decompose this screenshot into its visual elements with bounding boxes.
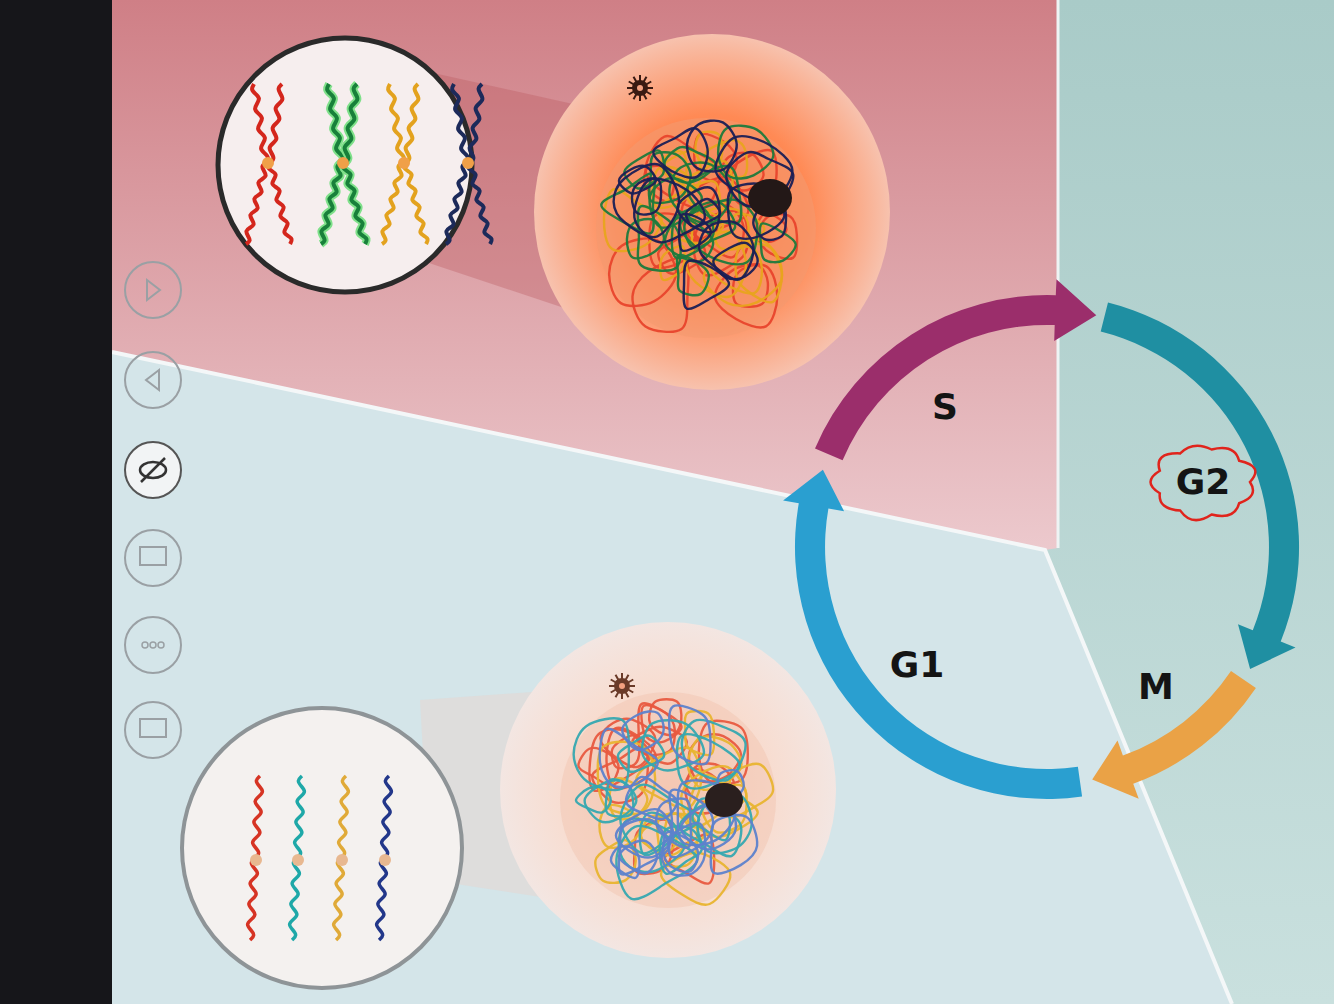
single-chromosome [334,776,349,940]
centromere [398,157,410,169]
chromatin-strand [699,221,753,280]
toolbar-icon [125,442,181,498]
chromatin-strand [600,729,658,788]
panel-divider [112,352,1232,1004]
centromere [462,157,474,169]
chromatin-strand [634,179,705,243]
centromere [336,854,348,866]
chromatin-strand [622,711,663,750]
duplicated-chromosome [246,84,292,244]
screen-glyph [140,547,166,565]
centromere [250,854,262,866]
duplicated-chromosome [321,84,367,244]
single-chromosome [377,776,392,940]
centrosome-centre [619,683,625,689]
cycle-arrow [1101,303,1299,670]
dot-glyph [142,642,148,648]
chromatin-strand [576,786,611,812]
dot-glyph [158,642,164,648]
phase-label: G2 [1176,461,1231,502]
screen-glyph [140,719,166,737]
single-chromosome [248,776,263,940]
toolbar-icon [125,352,181,408]
chromatin-strand [614,164,679,237]
nucleolus [705,783,743,817]
phase-label: G1 [890,644,945,685]
duplicated-chromosome [382,84,428,244]
phase-label: M [1138,666,1174,707]
toolbar-icon [125,702,181,758]
icon-ring [125,442,181,498]
upper-panel [112,0,1058,550]
duplicated-chromosome [446,84,492,244]
icon-ring [125,262,181,318]
chromatin-strand [619,841,657,874]
cycle-arrow [1092,671,1256,799]
panel-divider [1057,0,1060,548]
icon-ring [125,530,181,586]
play-glyph [147,280,160,300]
centrosome-centre [637,85,643,91]
toolbar-icon [125,530,181,586]
toolbar-icon [125,617,181,673]
icon-ring [125,702,181,758]
chromatin-strand [632,178,661,214]
chromatin-strand [711,815,757,874]
centrosome-core [632,80,648,96]
centromere [262,157,274,169]
chromatid [248,776,263,940]
nucleus [560,692,776,908]
chromatin-strand [669,705,710,764]
zoom-circle [182,708,462,988]
eye-slash [141,458,165,482]
centrosome-icon [627,75,653,101]
cell-body [534,34,890,390]
centromere [337,157,349,169]
chromatin-tangle [601,121,797,332]
cell-body [500,622,836,958]
chromatid [377,776,392,940]
phase-cloud: G2 [1153,445,1254,519]
single-chromosome [290,776,305,940]
chromatin-strand [619,819,669,874]
chromatin-strand [760,223,796,262]
cloud-line [1150,446,1255,520]
icon-ring [125,617,181,673]
chromatin-strand [653,128,707,178]
phase-label: S [932,386,958,427]
chromatin-strand [684,261,729,309]
toolbar-icon [125,262,181,318]
icon-ring [125,352,181,408]
chromatin-strand [574,718,629,790]
chromatin-tangle [574,699,773,905]
centrosome-core [614,678,630,694]
cycle-arrow [783,470,1082,799]
centrosome-icon [609,673,635,699]
nucleolus [748,179,792,217]
back-glyph [146,370,159,390]
centromere [292,854,304,866]
chromatid [290,776,305,940]
centromere [379,854,391,866]
screen-bezel [0,0,112,1004]
dot-glyph [150,642,156,648]
chromatin-strand [656,799,691,848]
nucleus [596,118,816,338]
zoom-circle [218,38,472,292]
cycle-arrow [815,279,1096,460]
chromatid [334,776,349,940]
